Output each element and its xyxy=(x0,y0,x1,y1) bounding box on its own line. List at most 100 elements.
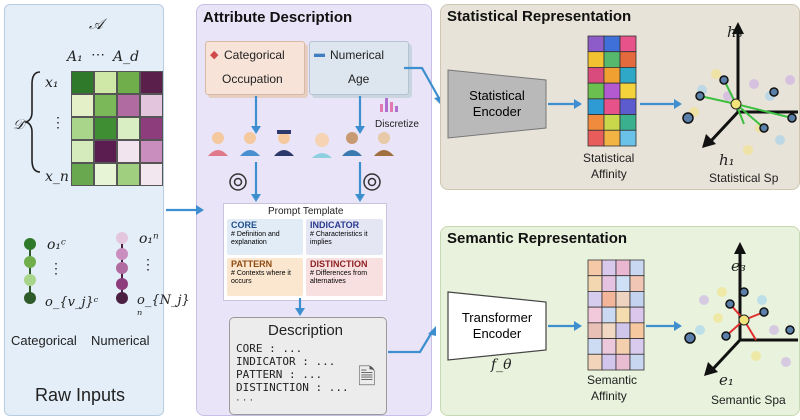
affinity-cell xyxy=(629,259,645,277)
statistical-representation-title: Statistical Representation xyxy=(447,8,632,25)
affinity-cell xyxy=(629,306,645,324)
flow-arrowhead xyxy=(196,205,204,215)
llm-logo-icon xyxy=(229,173,247,191)
neighbor-nodes xyxy=(682,75,797,133)
affinity-cell xyxy=(601,338,617,355)
semantic-representation-title: Semantic Representation xyxy=(447,230,628,247)
document-icon: 🗎 xyxy=(358,364,376,389)
affinity-cell xyxy=(603,35,621,53)
affinity-cell xyxy=(601,291,617,308)
affinity-cell xyxy=(615,338,631,355)
affinity-cell xyxy=(619,129,637,147)
column-label-last: A_d xyxy=(113,49,140,65)
description-line: INDICATOR : ... xyxy=(236,355,336,368)
categorical-node xyxy=(24,292,36,304)
affinity-cell xyxy=(601,353,617,371)
affinity-cell xyxy=(619,98,637,115)
attribute-description-panel: Attribute Description ◆ Categorical Occu… xyxy=(196,4,432,416)
flow-arrowhead xyxy=(574,99,582,109)
pattern-head: PATTERN xyxy=(231,259,273,269)
affinity-cell xyxy=(603,98,621,115)
description-line: DISTINCTION : ... xyxy=(236,381,349,394)
axis-arrowhead xyxy=(732,22,744,34)
flow-arrowhead xyxy=(674,321,682,331)
raw-inputs-panel: 𝒜 A₁ ⋯ A_d 𝒟 x₁ ⋮ x_n o₁ᶜ ⋮ o_{v_j}ᶜ o₁ⁿ… xyxy=(4,4,190,416)
categorical-node xyxy=(24,256,36,268)
core-body: # Definition and explanation xyxy=(231,231,280,246)
affinity-cell xyxy=(629,291,645,308)
statistical-affinity-label: Statistical xyxy=(583,151,635,165)
anchor-node xyxy=(738,314,750,326)
distinction-slot: DISTINCTION # Differences from alternati… xyxy=(306,258,383,296)
description-title: Description xyxy=(268,322,344,339)
pattern-slot: PATTERN # Contexts where it occurs xyxy=(227,258,303,296)
data-matrix xyxy=(71,71,163,186)
semantic-affinity-label: Affinity xyxy=(591,389,627,403)
affinity-cell xyxy=(587,67,605,84)
core-slot: CORE # Definition and explanation xyxy=(227,219,303,255)
axis-label-top: e₃ xyxy=(731,257,746,275)
histogram-icon xyxy=(380,98,398,112)
row-label-first: x₁ xyxy=(45,75,59,91)
axis-line xyxy=(708,110,740,144)
distinction-body: # Differences from alternatives xyxy=(310,270,368,285)
matrix-cell xyxy=(71,117,94,140)
flow-arrowhead xyxy=(674,99,682,109)
semantic-affinity-label: Semantic xyxy=(587,373,638,387)
numerical-card: ▬ Numerical Age xyxy=(309,41,409,95)
categorical-tag: Categorical xyxy=(224,48,285,62)
numerical-node xyxy=(116,278,128,290)
semantic-encoder-label: Encoder xyxy=(473,326,522,341)
categorical-card: ◆ Categorical Occupation xyxy=(205,41,305,95)
matrix-cell xyxy=(140,117,163,140)
affinity-cell xyxy=(619,35,637,53)
affinity-cell xyxy=(601,259,617,277)
flow-arrowhead xyxy=(428,326,436,336)
flow-arrowhead xyxy=(295,308,305,316)
age-person-icon xyxy=(312,133,332,158)
flow-arrowhead xyxy=(574,321,582,331)
affinity-cell xyxy=(603,82,621,100)
categorical-label: Categorical xyxy=(11,333,77,348)
statistical-space-plot xyxy=(682,22,798,155)
affinity-cell xyxy=(629,322,645,339)
axis-arrowhead xyxy=(702,134,716,148)
matrix-cell xyxy=(140,94,163,117)
tag-icon: ◆ xyxy=(210,49,219,61)
statistical-space-label: Statistical Sp xyxy=(709,171,779,185)
affinity-cell xyxy=(629,338,645,355)
affinity-cell xyxy=(629,275,645,292)
pattern-body: # Contexts where it occurs xyxy=(231,270,291,285)
distinction-head: DISTINCTION xyxy=(310,259,368,269)
axis-label-bottom: h₁ xyxy=(719,151,735,169)
occupation-person-icon xyxy=(240,132,260,156)
affinity-cell xyxy=(601,306,617,324)
categorical-node xyxy=(24,238,36,250)
discretize-label: Discretize xyxy=(375,119,419,130)
description-line: PATTERN : ... xyxy=(236,368,323,381)
attribute-set-symbol: 𝒜 xyxy=(89,15,104,33)
numerical-label: Numerical xyxy=(91,333,150,348)
statistical-affinity-label: Affinity xyxy=(591,167,627,181)
matrix-cell xyxy=(140,140,163,163)
affinity-cell xyxy=(587,322,603,339)
prompt-template-box: Prompt Template CORE # Definition and ex… xyxy=(223,203,387,301)
indicator-slot: INDICATOR # Characteristics it implies xyxy=(306,219,383,255)
matrix-cell xyxy=(94,94,117,117)
matrix-cell xyxy=(71,163,94,186)
affinity-cell xyxy=(603,67,621,84)
affinity-cell xyxy=(587,353,603,371)
flow-arrowhead xyxy=(355,194,365,202)
matrix-cell xyxy=(117,71,140,94)
matrix-cell xyxy=(117,94,140,117)
affinity-cell xyxy=(615,291,631,308)
description-line: CORE : ... xyxy=(236,342,303,355)
matrix-cell xyxy=(117,117,140,140)
description-line: · · · xyxy=(236,394,254,406)
affinity-cell xyxy=(619,67,637,84)
affinity-cell xyxy=(587,35,605,53)
statistical-affinity-matrix xyxy=(587,35,637,147)
neighbor-links xyxy=(699,79,793,129)
ruler-icon: ▬ xyxy=(314,48,325,60)
